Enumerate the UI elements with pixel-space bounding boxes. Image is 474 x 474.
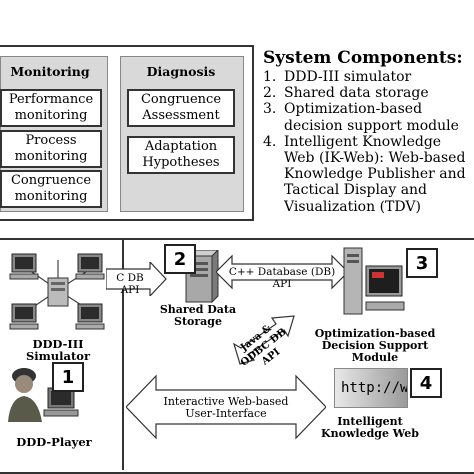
badge-4: 4	[410, 368, 442, 398]
badge-2: 2	[164, 244, 196, 274]
simulator-label: DDD-III Simulator	[25, 337, 91, 363]
process-monitoring-box: Process monitoring	[0, 130, 102, 168]
simulator-frame	[0, 238, 124, 470]
system-components-list: 1. DDD-III simulator 2. Shared data stor…	[263, 69, 471, 215]
interactive-ui-label: Interactive Web-based User-Interface	[163, 395, 289, 420]
component-text: DDD-III simulator	[284, 69, 412, 85]
cpp-db-api-arrow	[216, 254, 348, 290]
component-item: 3. Optimization-based decision support m…	[263, 101, 471, 133]
congruence-assessment-box: Congruence Assessment	[127, 89, 235, 127]
component-text: Shared data storage	[284, 85, 429, 102]
component-item: 4. Intelligent Knowledge Web (IK-Web): W…	[263, 134, 471, 215]
diagnosis-panel	[120, 56, 244, 212]
c-db-api-label: C DB API	[116, 272, 144, 296]
player-label: DDD-Player	[16, 435, 92, 449]
congruence-monitoring-box: Congruence monitoring	[0, 170, 102, 208]
badge-1: 1	[52, 362, 84, 392]
component-number: 3.	[263, 101, 277, 118]
ikweb-http-graphic: http://ww	[334, 368, 408, 408]
shared-storage-label: Shared Data Storage	[159, 303, 237, 328]
java-odbc-arrow	[232, 315, 295, 365]
http-text: http://ww	[341, 380, 407, 396]
c-db-api-arrow	[106, 262, 167, 296]
component-number: 1.	[263, 69, 277, 85]
component-text: Optimization-based decision support modu…	[284, 101, 459, 134]
component-text: Intelligent Knowledge Web (IK-Web): Web-…	[284, 133, 466, 215]
system-components-title: System Components:	[263, 48, 463, 68]
component-item: 2. Shared data storage	[263, 85, 471, 101]
cpp-db-api-label: C++ Database (DB) API	[228, 266, 336, 290]
component-number: 2.	[263, 85, 277, 102]
simulator-network-illustration	[9, 253, 105, 330]
interactive-ui-arrow	[126, 374, 326, 440]
adaptation-hypotheses-box: Adaptation Hypotheses	[127, 136, 235, 174]
optimization-label: Optimization-based Decision Support Modu…	[314, 327, 436, 364]
diagnosis-title: Diagnosis	[146, 64, 216, 79]
monitoring-title: Monitoring	[10, 64, 90, 79]
player-illustration	[8, 368, 79, 422]
component-item: 1. DDD-III simulator	[263, 69, 471, 85]
optimization-computer-icon	[343, 247, 405, 315]
performance-monitoring-box: Performance monitoring	[0, 89, 102, 127]
badge-3: 3	[406, 248, 438, 278]
component-number: 4.	[263, 133, 277, 150]
ikweb-label: Intelligent Knowledge Web	[321, 415, 419, 440]
